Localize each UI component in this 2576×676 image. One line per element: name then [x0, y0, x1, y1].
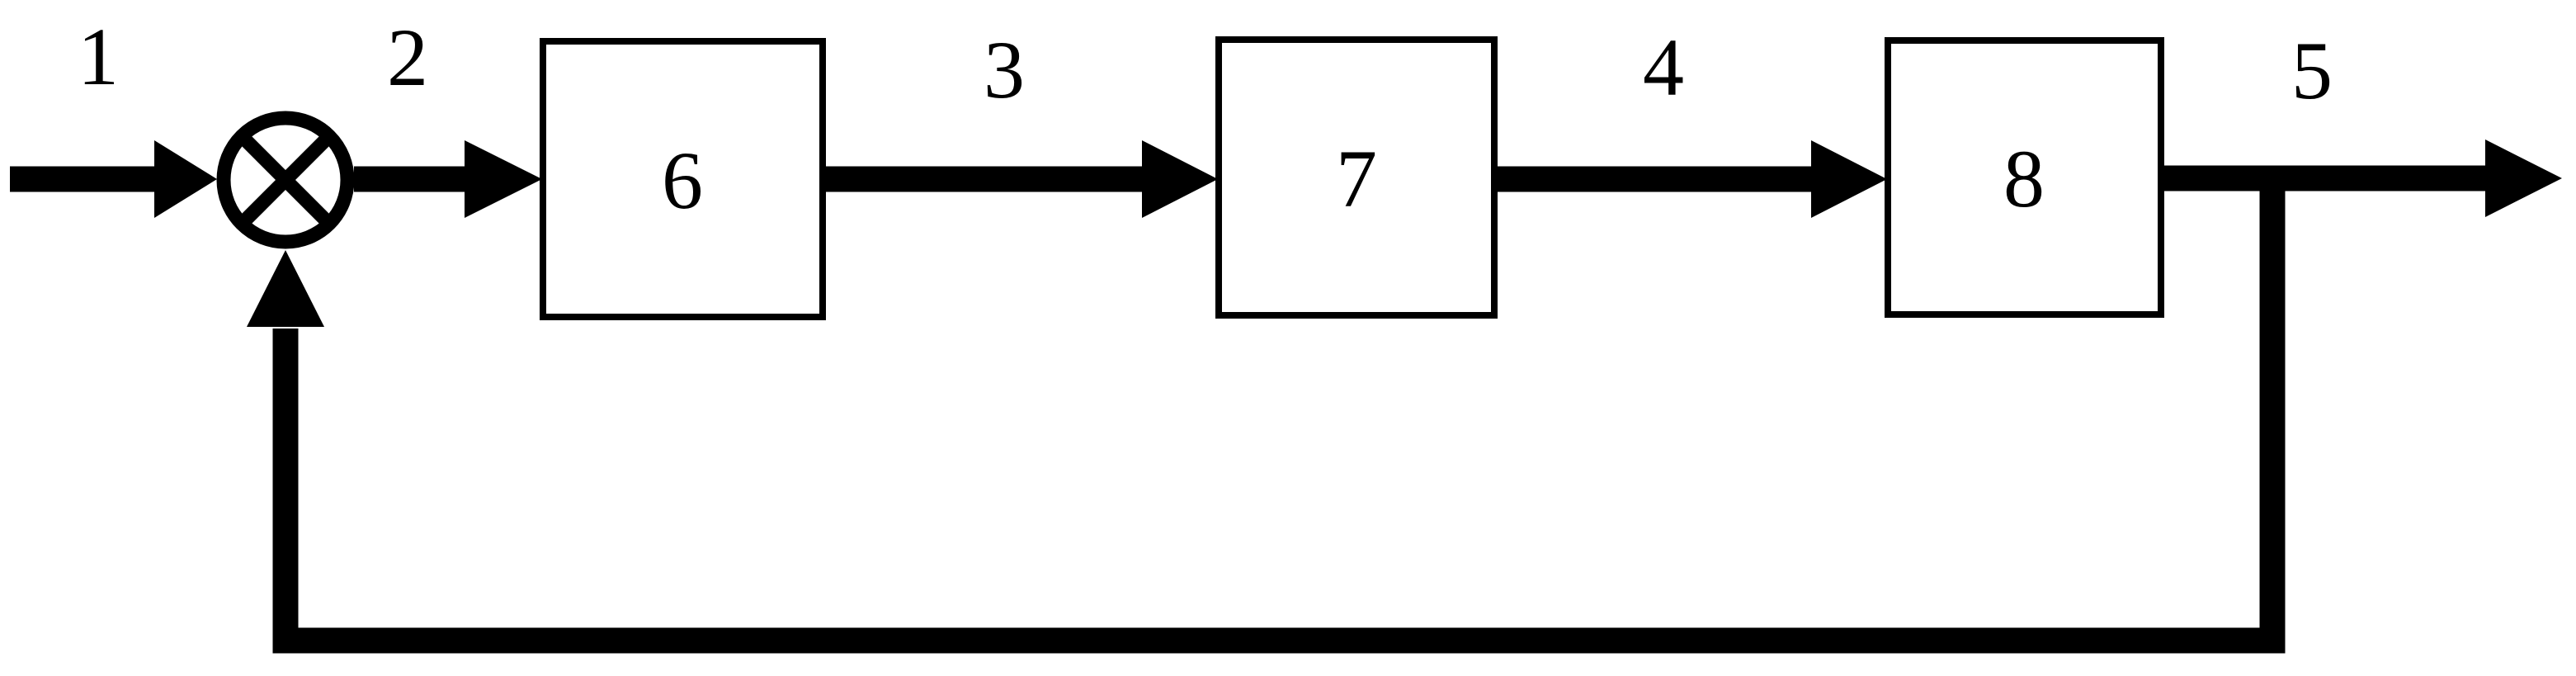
block-7: 7 [1215, 36, 1498, 319]
block-7-label: 7 [1336, 133, 1377, 225]
block-7-box [1215, 36, 1498, 319]
signal-label-1: 1 [78, 11, 119, 102]
block-8-box [1885, 37, 2164, 318]
block6-to-block7-arrowhead-icon [1142, 140, 1218, 218]
signal-label-3: 3 [984, 24, 1025, 116]
block7-to-block8-arrowhead-icon [1811, 140, 1887, 218]
block-6: 6 [540, 38, 826, 320]
block-6-label: 6 [662, 135, 703, 226]
summing-junction-cross-icon [239, 134, 332, 226]
signal-label-5: 5 [2291, 25, 2333, 116]
input-arrowhead-icon [154, 140, 217, 218]
signal-label-2: 2 [387, 12, 428, 103]
signal-label-4: 4 [1643, 21, 1684, 113]
output-arrowhead-icon [2485, 139, 2562, 217]
junction-to-block6-arrowhead-icon [465, 140, 542, 218]
block-8: 8 [1885, 37, 2164, 318]
block-6-box [540, 38, 826, 320]
summing-junction [216, 111, 355, 249]
feedback-arrowhead-icon [247, 250, 324, 327]
feedback-line [272, 179, 2286, 654]
block-8-label: 8 [2003, 133, 2045, 225]
